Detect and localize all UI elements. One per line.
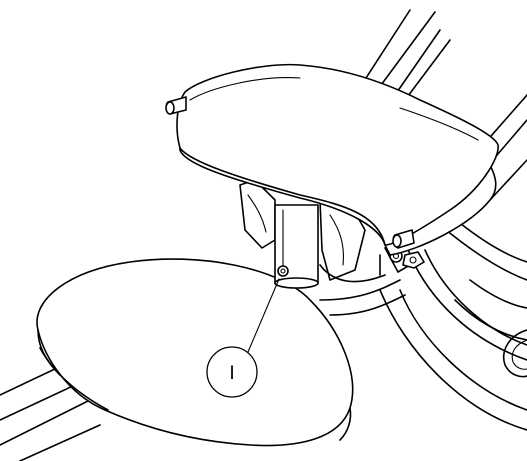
callout-i: I <box>206 278 280 398</box>
roller <box>503 329 527 378</box>
callout-bubble <box>206 346 258 398</box>
callout-leader <box>247 278 280 353</box>
seat-cushion <box>165 63 499 256</box>
foot-plate <box>36 258 354 447</box>
callout-label: I <box>229 363 234 384</box>
seat-post <box>274 204 319 289</box>
